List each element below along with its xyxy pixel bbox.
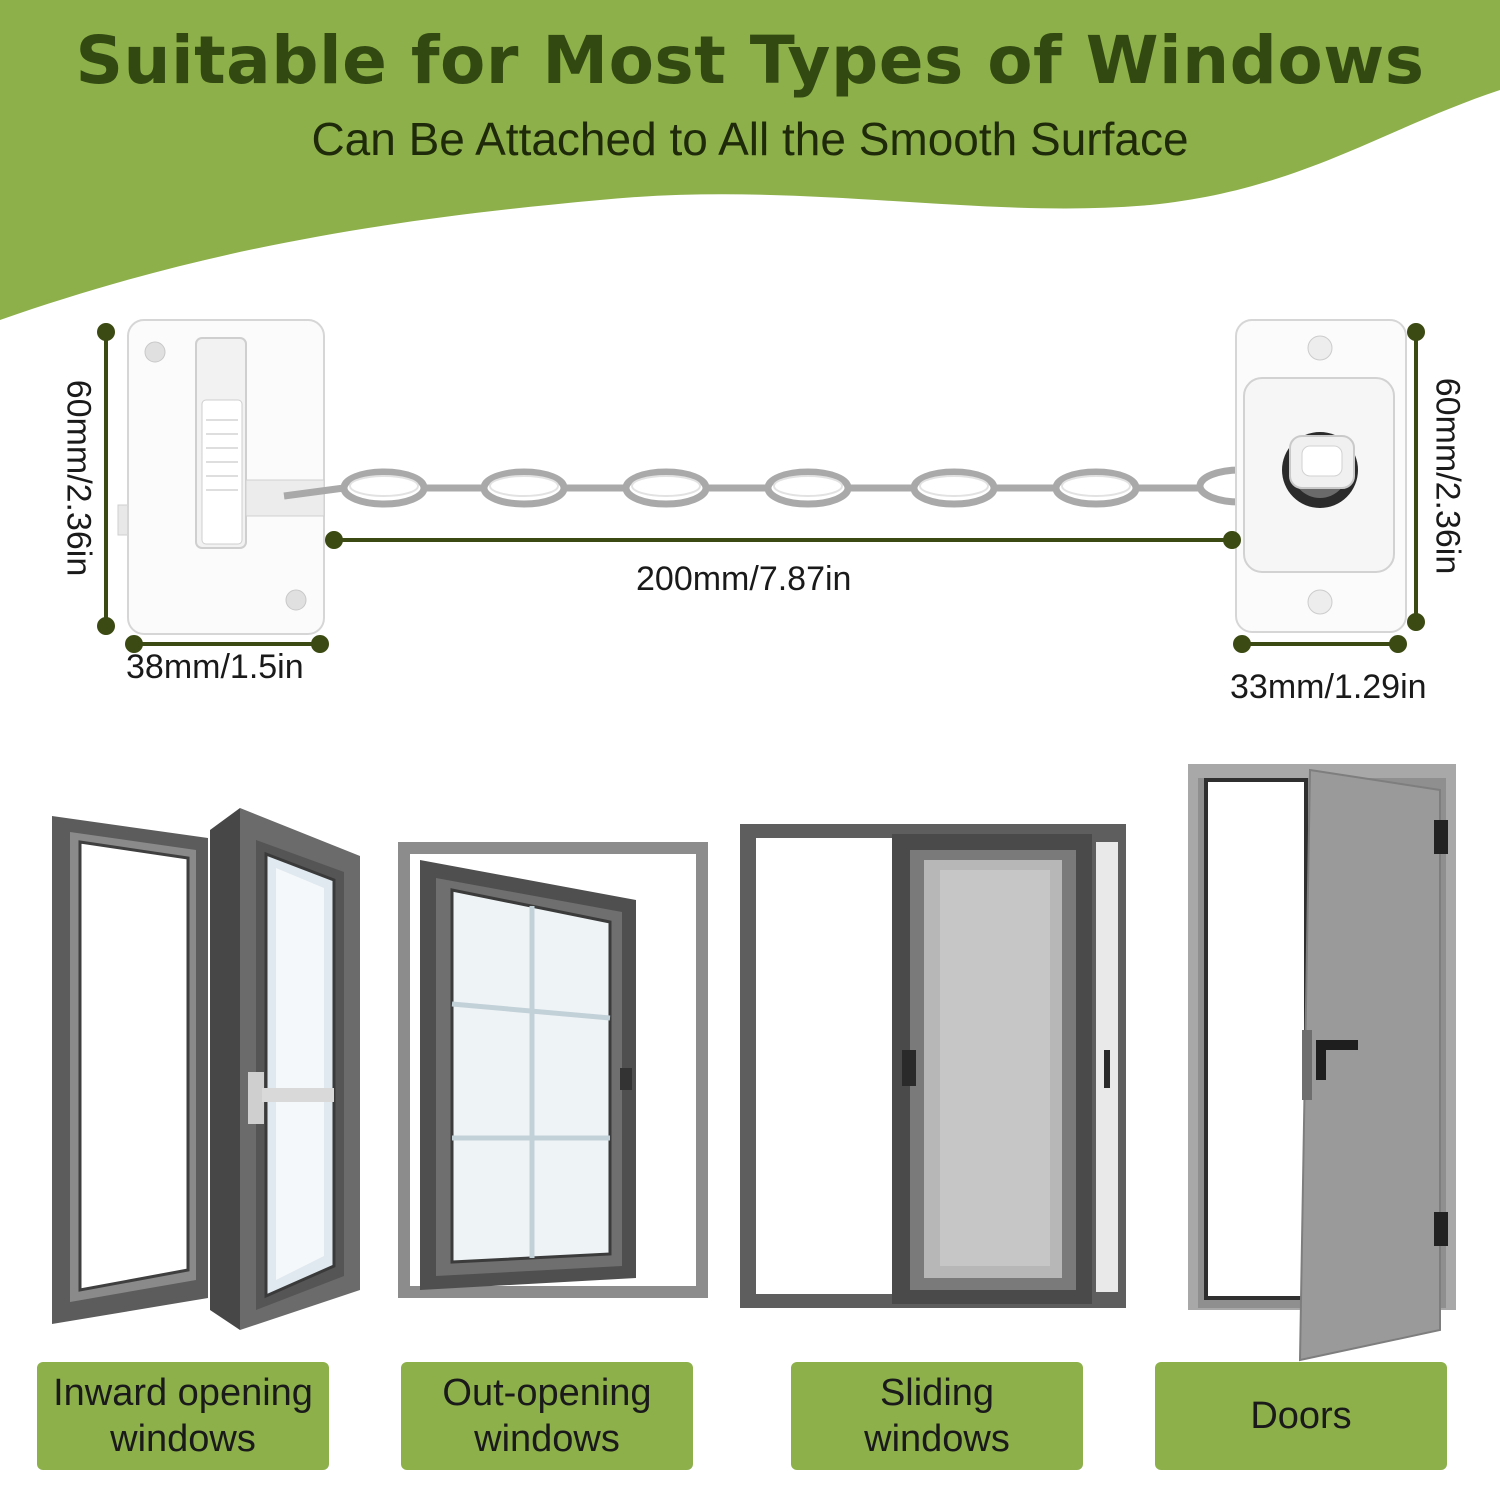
page-title: Suitable for Most Types of Windows — [75, 22, 1425, 99]
label-doors: Doors — [1155, 1362, 1447, 1470]
applications-illustration — [52, 764, 1456, 1362]
lock-body-icon — [117, 319, 325, 635]
label-inward-opening-windows: Inward opening windows — [37, 1362, 329, 1470]
label-out-opening-windows: Out-opening windows — [401, 1362, 693, 1470]
outward-window-icon — [398, 842, 708, 1298]
chain-length-label: 200mm/7.87in — [636, 560, 852, 598]
chain-icon — [283, 466, 1284, 508]
bracket-icon — [1235, 319, 1407, 633]
page-subtitle: Can Be Attached to All the Smooth Surfac… — [311, 113, 1189, 165]
label-sliding-windows: Sliding windows — [791, 1362, 1083, 1470]
inward-window-icon — [52, 808, 360, 1330]
door-icon — [1188, 764, 1456, 1362]
bracket-width-label: 33mm/1.29in — [1230, 668, 1427, 706]
product-illustration — [97, 319, 1425, 653]
lock-width-label: 38mm/1.5in — [126, 648, 304, 686]
header-banner — [0, 0, 1500, 320]
sliding-window-icon — [740, 824, 1126, 1308]
